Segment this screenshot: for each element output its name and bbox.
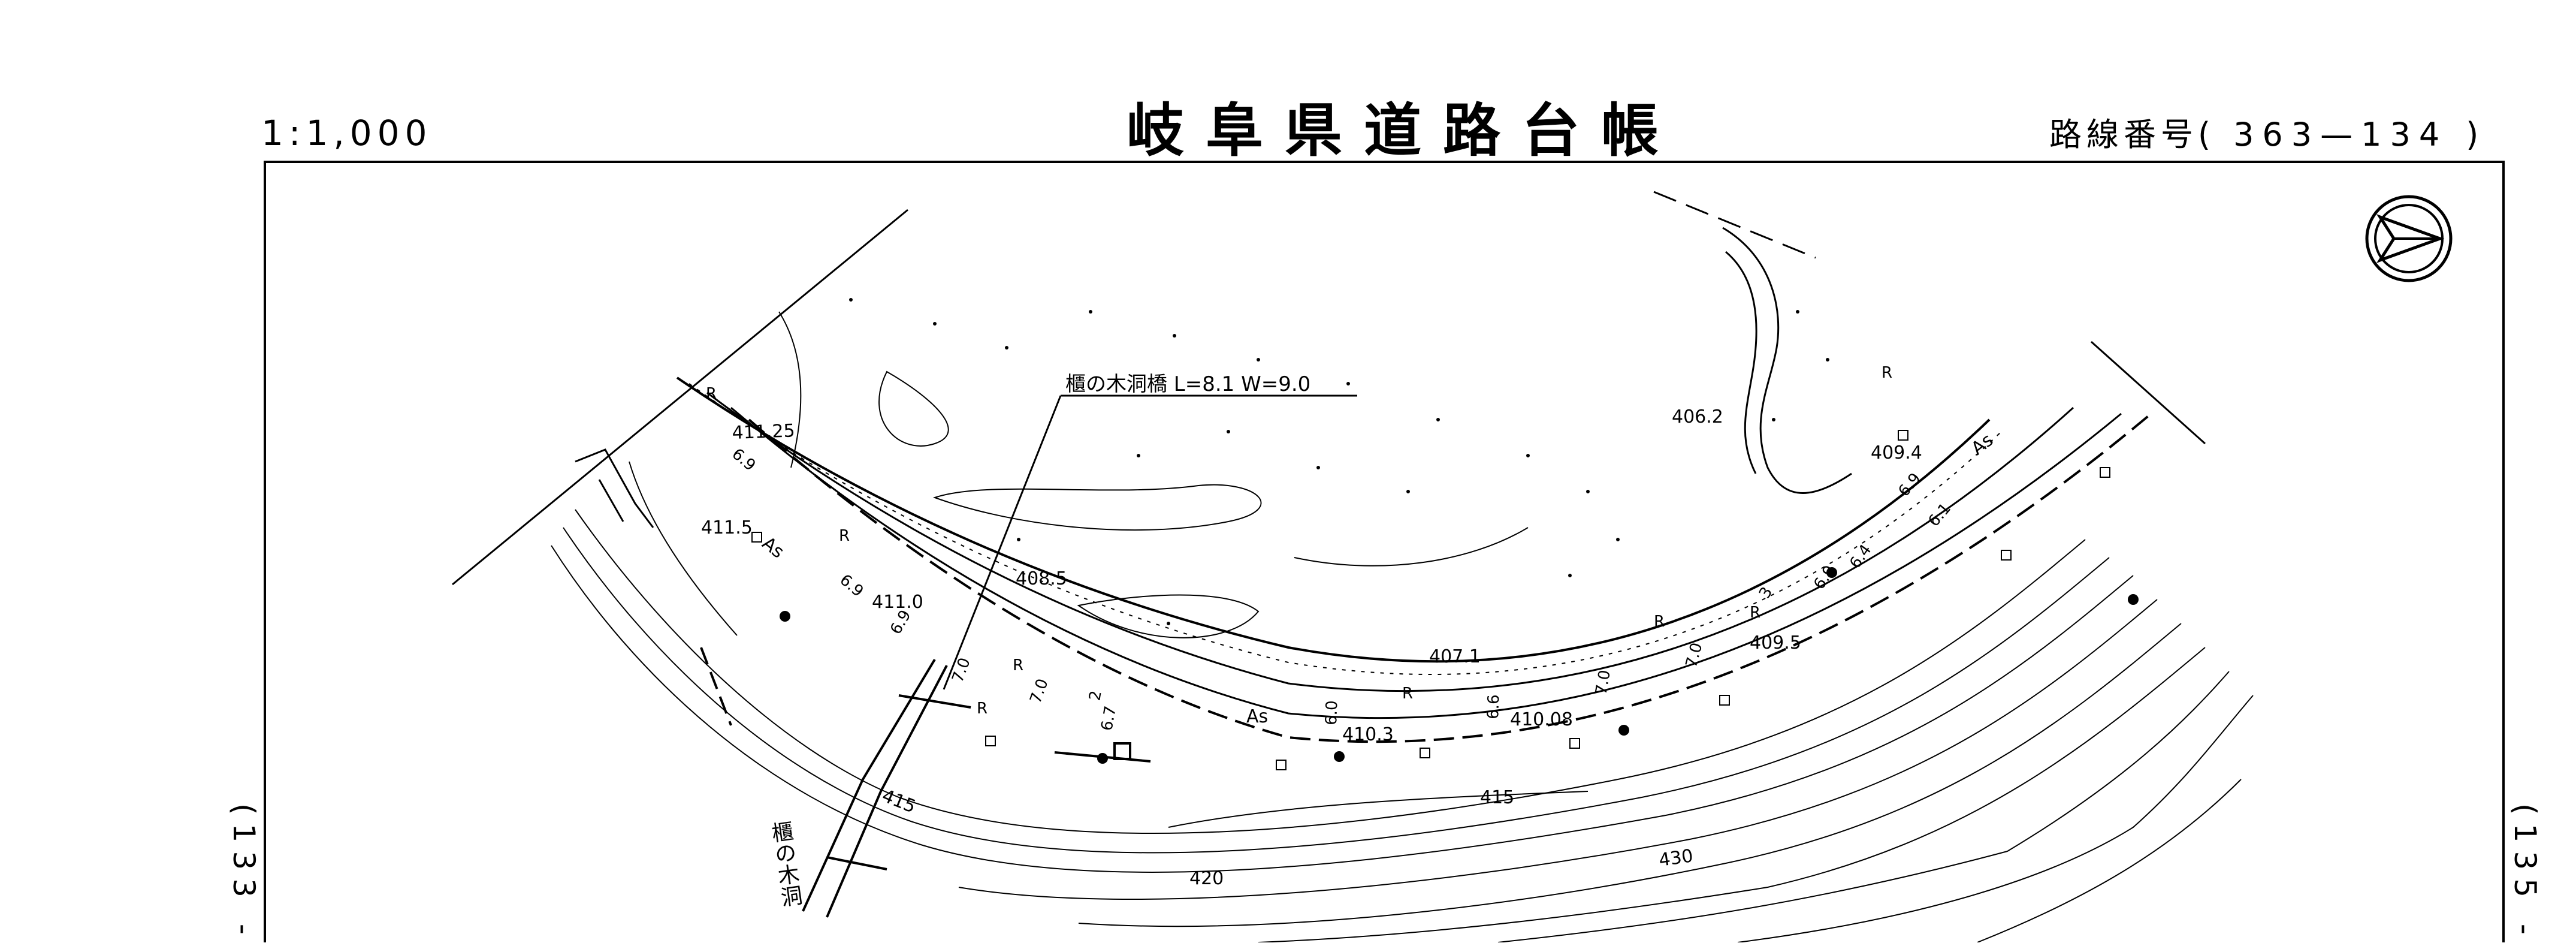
contour-label: 415 xyxy=(879,785,919,818)
sheet-title: 岐阜県道路台帳 xyxy=(1127,97,1680,164)
survey-markers xyxy=(751,430,2110,770)
elevation-point: 411.5 xyxy=(701,517,753,538)
width-label: 7.0 xyxy=(1026,676,1052,706)
width-label: 6.7 xyxy=(1098,704,1120,732)
bridge-callout: 櫃の木洞橋 L=8.1 W=9.0 xyxy=(943,372,1357,690)
elevation-point: 409.5 xyxy=(1750,632,1801,653)
left-adjacent-sheet-ref: (133 - xyxy=(227,803,261,943)
utility-markers xyxy=(780,567,2139,764)
width-label: 7.0 xyxy=(1592,668,1614,696)
bridge-callout-label: 櫃の木洞橋 L=8.1 W=9.0 xyxy=(1065,372,1310,396)
guardrail-labels: R R R R R R R R xyxy=(706,364,1892,718)
route-label: 路線番号( xyxy=(2049,116,2216,153)
right-adjacent-sheet-ref: (135 - xyxy=(2508,803,2542,943)
bridge-name-vertical: 櫃の木洞 xyxy=(767,820,804,909)
north-arrow-icon xyxy=(2365,195,2453,282)
route-close: ) xyxy=(2466,116,2484,153)
width-label: 6.9 xyxy=(1895,470,1925,501)
terrain-dots xyxy=(849,298,1829,625)
elevation-point: 408.5 xyxy=(1016,568,1067,589)
contour-lines xyxy=(551,509,2254,942)
guardrail-label: R xyxy=(1654,613,1665,631)
width-label: 7.0 xyxy=(949,655,974,685)
elevation-point: 410.3 xyxy=(1342,724,1394,745)
surface-labels: As As As xyxy=(758,429,1997,727)
elevation-point: 409.4 xyxy=(1871,442,1922,463)
route-number-label: 路線番号( 363—134) xyxy=(2049,108,2483,155)
building-outline xyxy=(575,448,654,528)
elevation-point: 406.2 xyxy=(1672,406,1723,427)
guardrail-label: R xyxy=(977,700,987,718)
guardrail-label: R xyxy=(839,527,850,545)
terrain-contours xyxy=(629,311,1529,638)
surface-label: As xyxy=(1967,429,1997,459)
contour-label: 415 xyxy=(1480,787,1514,808)
width-label: 6.6 xyxy=(1484,694,1503,719)
bridge-structure xyxy=(700,647,1151,918)
width-label: 6.9 xyxy=(836,571,867,601)
elevation-point: 407.1 xyxy=(1429,646,1481,667)
elevation-point: 411.25 xyxy=(732,420,795,444)
contour-label: 420 xyxy=(1189,868,1224,889)
elevation-point: 411.0 xyxy=(872,592,923,613)
contour-label: 430 xyxy=(1657,845,1695,871)
width-label: 6.4 xyxy=(1846,541,1875,572)
guardrail-label: R xyxy=(1750,604,1760,622)
width-label: 6.1 xyxy=(1925,500,1955,531)
elevation-point: 410.08 xyxy=(1510,709,1573,730)
width-label: 6.0 xyxy=(1322,700,1341,725)
map-scale: 1:1,000 xyxy=(261,113,433,153)
surface-label: As xyxy=(758,533,788,563)
road-band xyxy=(676,376,2152,743)
width-label: 2 xyxy=(1086,689,1105,703)
guardrail-label: R xyxy=(1402,685,1413,703)
contour-value-labels: 415 415 420 430 xyxy=(879,785,1695,889)
surface-label: As xyxy=(1246,706,1268,727)
width-label: 6.9 xyxy=(729,445,759,475)
guardrail-label: R xyxy=(706,385,717,403)
guardrail-label: R xyxy=(1882,364,1892,382)
width-label: 3 xyxy=(1756,584,1776,601)
map-boundary-lines xyxy=(452,191,2206,586)
map-frame xyxy=(264,161,2505,942)
guardrail-label: R xyxy=(1013,656,1023,674)
route-number: 363—134 xyxy=(2233,116,2448,153)
width-label: 6.9 xyxy=(1810,562,1839,593)
elevation-labels: 411.25 411.5 411.0 408.5 406.2 409.4 409… xyxy=(701,406,1922,745)
